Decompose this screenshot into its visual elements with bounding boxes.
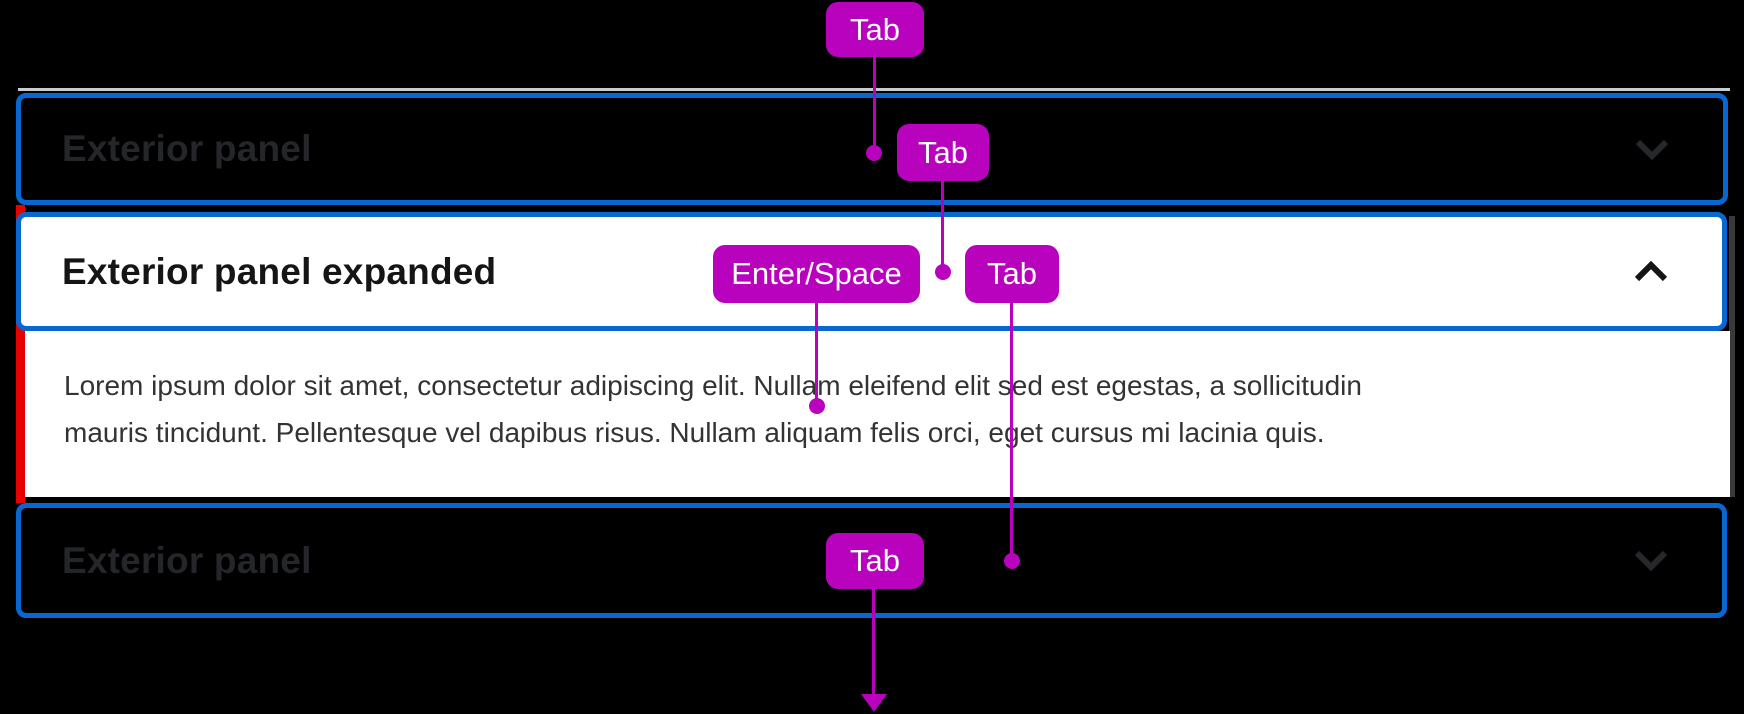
chevron-up-icon [1634, 261, 1668, 282]
accordion-toggle-2-label: Exterior panel expanded [62, 250, 497, 292]
connector-line-tab-1 [873, 57, 876, 147]
chevron-down-icon [1635, 139, 1669, 160]
key-badge-tab-4-label: Tab [850, 543, 900, 578]
accordion-expanded-content: Lorem ipsum dolor sit amet, consectetur … [25, 331, 1730, 497]
accordion-toggle-3-label: Exterior panel [62, 539, 312, 581]
key-badge-tab-2: Tab [897, 124, 989, 181]
accordion-toggle-1[interactable]: Exterior panel [16, 93, 1728, 205]
connector-line-tab-3 [1010, 303, 1013, 554]
expanded-panel-shadow [1729, 216, 1735, 497]
connector-dot-tab-2 [935, 264, 951, 280]
connector-line-tab-4 [872, 589, 875, 695]
connector-dot-enter-space [809, 398, 825, 414]
key-badge-tab-1-label: Tab [850, 11, 900, 47]
connector-line-enter-space [815, 303, 818, 399]
key-badge-enter-space: Enter/Space [713, 245, 920, 303]
key-badge-tab-3-label: Tab [987, 256, 1037, 291]
connector-dot-tab-1 [866, 145, 882, 161]
accordion-toggle-1-label: Exterior panel [62, 128, 312, 169]
expanded-item-left-border [16, 205, 25, 503]
tab-exit-arrow-icon [861, 694, 887, 712]
content-text-line-1: Lorem ipsum dolor sit amet, consectetur … [64, 370, 1362, 401]
connector-line-tab-2 [941, 181, 944, 265]
key-badge-tab-3: Tab [965, 245, 1059, 303]
content-text-line-2: mauris tincidunt. Pellentesque vel dapib… [64, 417, 1325, 448]
key-badge-tab-2-label: Tab [918, 134, 968, 170]
chevron-down-icon [1634, 550, 1668, 571]
key-badge-enter-space-label: Enter/Space [731, 256, 902, 291]
key-badge-tab-1: Tab [826, 2, 924, 57]
connector-dot-tab-3 [1004, 553, 1020, 569]
key-badge-tab-4: Tab [826, 533, 924, 589]
